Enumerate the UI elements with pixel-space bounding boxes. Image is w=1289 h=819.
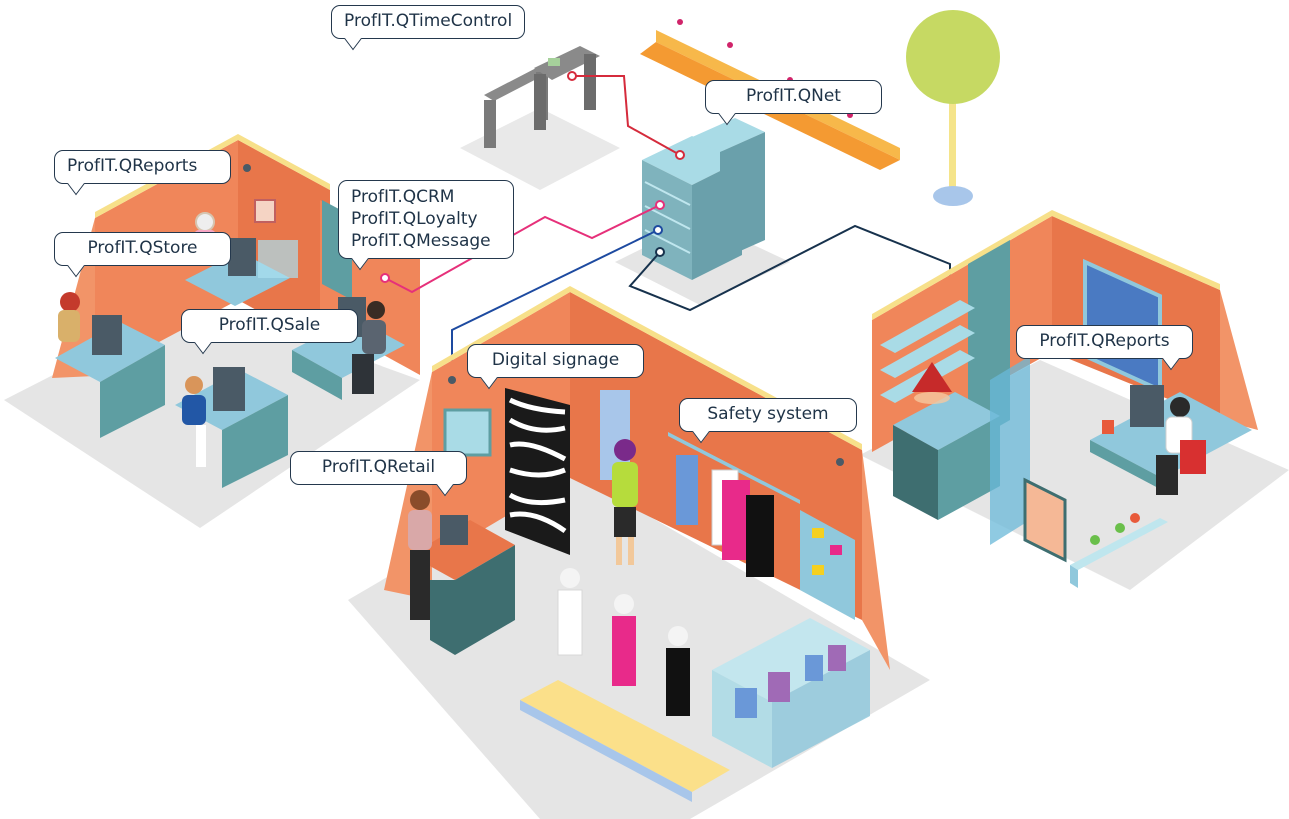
callout-digital-signage-label: Digital signage bbox=[491, 350, 620, 370]
store-wall-rightside bbox=[862, 450, 890, 670]
wall-monitor bbox=[443, 408, 492, 457]
monitor-left-1 bbox=[92, 315, 122, 355]
checkout-counter bbox=[410, 515, 515, 655]
reception-desk bbox=[893, 392, 1000, 520]
callout-qreports-left: ProfIT.QReports bbox=[54, 150, 231, 196]
store-wall-right bbox=[570, 292, 862, 620]
right-office-wall-side bbox=[1220, 290, 1258, 430]
plant-shelf bbox=[1070, 513, 1168, 588]
turnstile-floor bbox=[460, 108, 620, 190]
person-right-office bbox=[1156, 397, 1206, 495]
callout-qreports-right-label: ProfIT.QReports bbox=[1039, 331, 1170, 351]
turnstile-gates bbox=[484, 46, 600, 148]
person-left-man bbox=[352, 301, 386, 394]
bag-display-case bbox=[712, 618, 870, 768]
callout-qretail-label: ProfIT.QRetail bbox=[321, 457, 436, 477]
callout-qstore: ProfIT.QStore bbox=[54, 232, 231, 278]
callout-qnet: ProfIT.QNet bbox=[705, 80, 882, 126]
glass-divider bbox=[990, 356, 1030, 545]
callout-qloyalty-label: ProfIT.QLoyalty bbox=[351, 209, 478, 229]
callout-qretail: ProfIT.QRetail bbox=[290, 451, 467, 497]
desk-left-4-front bbox=[292, 350, 342, 400]
callout-qtimecontrol-label: ProfIT.QTimeControl bbox=[344, 11, 513, 31]
monitor-left-3 bbox=[213, 367, 245, 411]
node-server-4 bbox=[655, 247, 665, 257]
camera-left bbox=[243, 164, 251, 172]
desk-left-3-front bbox=[222, 395, 288, 488]
callout-qcrm-label: ProfIT.QCRM bbox=[351, 187, 455, 207]
easel-board bbox=[1023, 477, 1067, 563]
line-rightoffice-to-server bbox=[628, 224, 951, 312]
desk-left-1-front bbox=[100, 345, 165, 438]
person-left-seated-woman bbox=[182, 376, 206, 467]
callout-qmessage-label: ProfIT.QMessage bbox=[351, 231, 491, 251]
node-turnstile bbox=[567, 71, 577, 81]
callout-safety-system: Safety system bbox=[679, 398, 857, 444]
node-server-3 bbox=[653, 225, 663, 235]
callout-digital-signage: Digital signage bbox=[467, 344, 644, 390]
callout-qstore-label: ProfIT.QStore bbox=[87, 238, 198, 258]
mannequin-platform bbox=[520, 680, 730, 802]
mannequin-3 bbox=[666, 626, 690, 716]
callout-qreports-right: ProfIT.QReports bbox=[1016, 325, 1193, 371]
mannequin-1 bbox=[557, 568, 583, 656]
callout-qreports-left-label: ProfIT.QReports bbox=[67, 156, 198, 176]
monitor-left-2 bbox=[228, 238, 256, 276]
callout-qsale: ProfIT.QSale bbox=[181, 309, 358, 355]
callout-safety-system-label: Safety system bbox=[707, 404, 829, 424]
node-server-2 bbox=[655, 200, 665, 210]
left-office-wall-top bbox=[95, 134, 330, 218]
node-crm bbox=[380, 273, 390, 283]
wall-clock bbox=[254, 199, 276, 223]
tree bbox=[906, 10, 1000, 206]
line-crm-to-server bbox=[384, 204, 661, 294]
callout-qnet-label: ProfIT.QNet bbox=[746, 86, 841, 106]
clothing-rack bbox=[668, 432, 800, 577]
glass-display bbox=[258, 240, 298, 278]
callout-qtimecontrol: ProfIT.QTimeControl bbox=[331, 5, 525, 51]
mannequin-2 bbox=[612, 594, 636, 686]
callout-qsale-label: ProfIT.QSale bbox=[218, 315, 321, 335]
person-shopper bbox=[612, 439, 638, 565]
floor-lamp bbox=[912, 362, 952, 404]
product-shelf bbox=[800, 510, 855, 620]
line-timecontrol-to-server bbox=[572, 75, 681, 156]
camera-store-left bbox=[448, 376, 456, 384]
signage-zebra-pattern bbox=[508, 397, 567, 534]
person-cashier bbox=[408, 490, 432, 620]
node-server-1 bbox=[675, 150, 685, 160]
callout-qcrm-group: ProfIT.QCRM ProfIT.QLoyalty ProfIT.QMess… bbox=[338, 180, 514, 271]
camera-store-right bbox=[836, 458, 844, 466]
person-left-woman bbox=[58, 292, 80, 342]
